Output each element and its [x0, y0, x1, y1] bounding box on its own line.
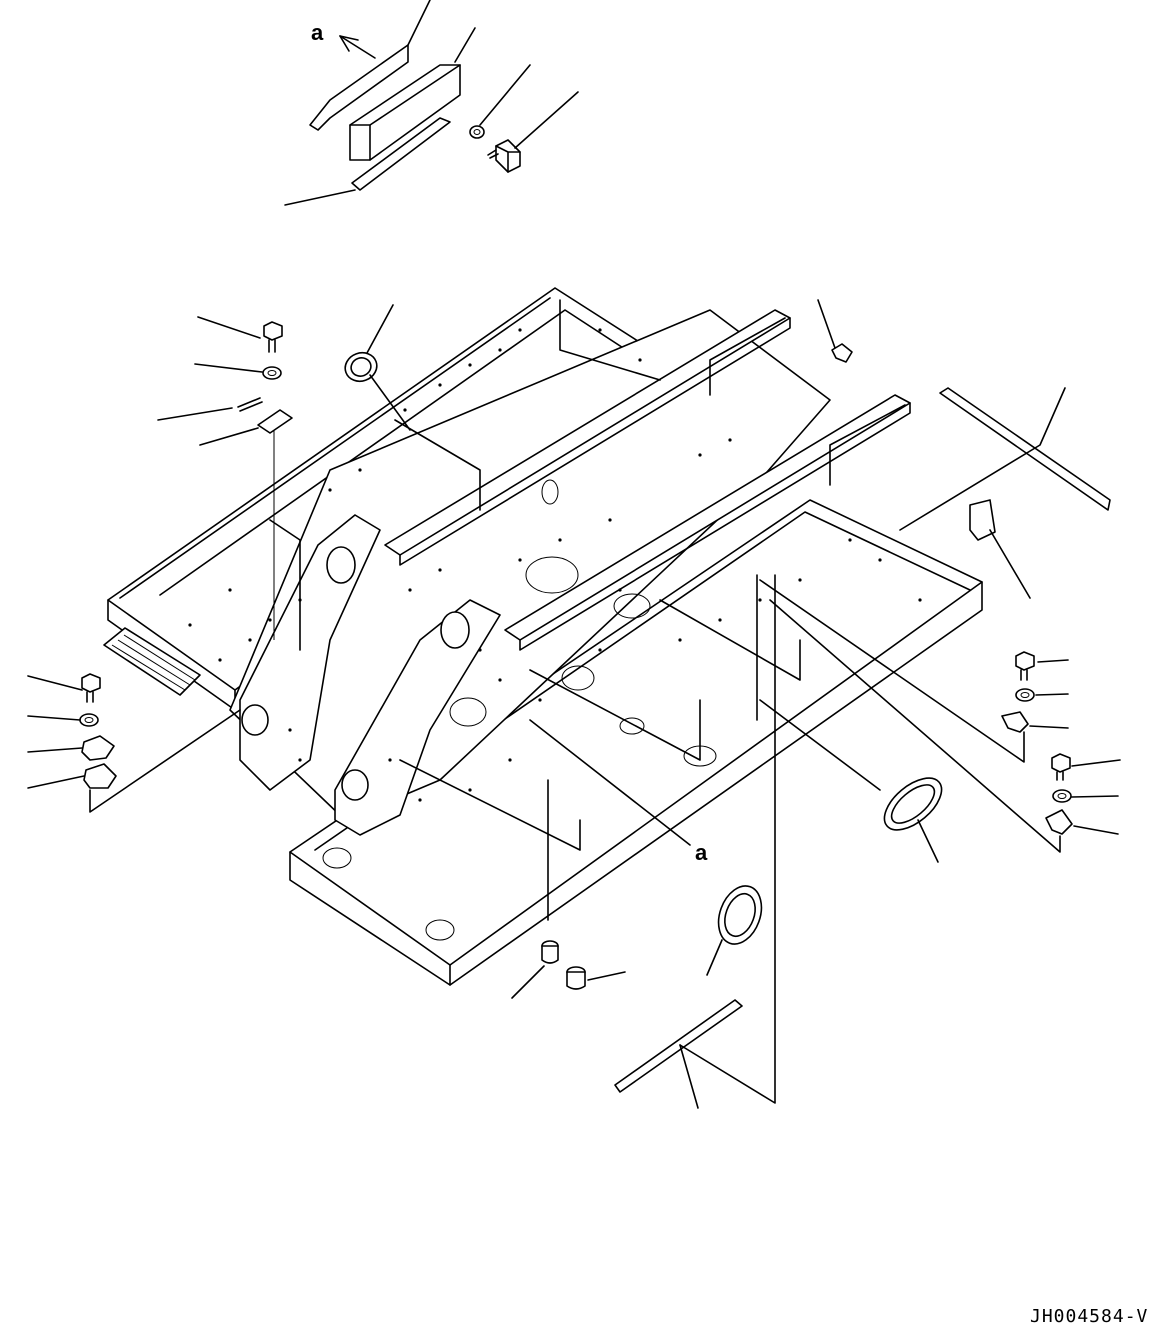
oval-grommet: [883, 777, 943, 831]
strip-plate: [351, 117, 451, 191]
hole-dots: [188, 328, 922, 802]
round-grommet-lower: [717, 885, 763, 945]
tab-right-lower: [1045, 809, 1073, 835]
rail-long-bottom: [614, 999, 743, 1093]
clip-plate: [257, 409, 293, 434]
cover-plate: [81, 735, 115, 761]
bolt-left-upper: [263, 321, 283, 353]
washer-left-upper: [262, 366, 282, 380]
boom-bracket-right: [334, 599, 501, 836]
washer-right-lower: [1052, 789, 1072, 803]
callout-a-lower: a: [695, 840, 708, 865]
gasket-plate: [83, 763, 117, 789]
bolt-right-upper: [1015, 651, 1035, 681]
cap-lower-left: [541, 940, 559, 964]
left-parts: [27, 316, 293, 813]
right-parts: a: [344, 299, 1121, 1109]
callout-a-top: a: [311, 20, 324, 45]
washer-top: [469, 125, 485, 139]
rail-long-right: [939, 387, 1111, 511]
main-frame: [103, 287, 1111, 1093]
bolt-right-lower: [1051, 753, 1071, 781]
cap-lower-right: [566, 966, 586, 990]
top-detail-group: a: [284, 0, 579, 206]
bolt-left-lower: [81, 673, 101, 703]
block-plate: [349, 64, 461, 161]
drawing-code: JH004584-V: [1030, 1306, 1148, 1327]
tab-right-upper: [1001, 711, 1029, 733]
washer-left-lower: [79, 713, 99, 727]
washer-right-upper: [1015, 688, 1035, 702]
boom-bracket-left: [239, 514, 381, 791]
clip-top-right: [831, 343, 853, 363]
pin-left: [237, 397, 263, 412]
bolt-top: [487, 139, 521, 173]
round-grommet-upper: [344, 351, 378, 383]
bracket-right: [969, 499, 996, 541]
